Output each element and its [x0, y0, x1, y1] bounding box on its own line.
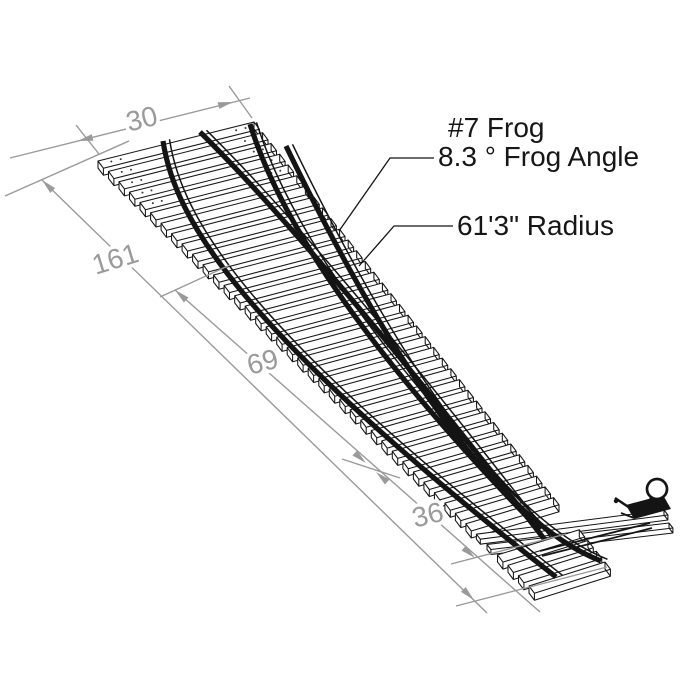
dimension-label-161: 161 — [88, 237, 142, 280]
arrowhead — [460, 587, 474, 600]
point-rail-inner-base — [205, 129, 553, 539]
throw-rod — [539, 522, 651, 552]
arrowhead — [78, 134, 94, 141]
stock-rail-left — [160, 140, 558, 580]
witness-line — [159, 264, 231, 298]
witness-line — [455, 566, 608, 607]
rails — [160, 122, 608, 580]
annotation-leader-lines — [338, 157, 453, 267]
spike-hole — [279, 169, 282, 172]
dimension-line-161 — [41, 179, 488, 614]
arrowhead — [217, 102, 233, 109]
dimension-lines — [4, 85, 608, 614]
spike-hole — [160, 199, 163, 202]
arrowhead — [42, 180, 56, 193]
spike-hole — [150, 189, 153, 192]
dimension-line-30 — [9, 97, 251, 159]
spike-hole — [119, 158, 122, 161]
radius-label: 61'3" Radius — [457, 210, 614, 241]
switch-stand-target — [645, 477, 669, 501]
spike-hole — [235, 129, 238, 132]
spike-hole — [151, 202, 154, 205]
spike-hole — [120, 170, 123, 173]
radius-leader-line — [358, 225, 453, 267]
spike-hole — [261, 148, 264, 151]
dimension-line-69-36 — [174, 289, 541, 613]
tie — [465, 497, 560, 539]
headblock-tie — [475, 509, 669, 545]
arrowhead — [352, 450, 366, 463]
switch-stand-crank — [620, 512, 635, 519]
frog-leader-line — [338, 157, 434, 232]
dimension-label-69: 69 — [243, 343, 281, 381]
witness-line — [4, 140, 130, 197]
arrowhead — [376, 472, 390, 485]
witness-line — [228, 85, 253, 119]
spike-hole — [252, 150, 255, 153]
switch-stand-pivot — [613, 498, 619, 504]
witness-line — [341, 458, 401, 479]
frog-number-label: #7 Frog — [448, 112, 545, 143]
frog-angle-label: 8.3 ° Frog Angle — [438, 141, 639, 172]
spike-hole — [110, 160, 113, 163]
stock-rail-left-base — [168, 139, 563, 576]
spike-hole — [131, 181, 134, 184]
witness-line — [450, 533, 567, 565]
spike-hole — [243, 139, 246, 142]
throw-rod — [541, 527, 653, 557]
spike-hole — [141, 191, 144, 194]
spike-hole — [140, 178, 143, 181]
spike-hole — [129, 168, 132, 171]
point-rail-inner — [198, 130, 548, 542]
arrowhead — [461, 545, 475, 558]
stock-rail-curved — [283, 144, 602, 564]
tie-bed — [97, 121, 674, 601]
dimension-label-30: 30 — [123, 100, 161, 138]
switch-stand-base — [626, 495, 671, 519]
arrowhead — [175, 290, 189, 303]
switch-stand-assembly — [539, 477, 671, 557]
spike-hole — [244, 126, 247, 129]
